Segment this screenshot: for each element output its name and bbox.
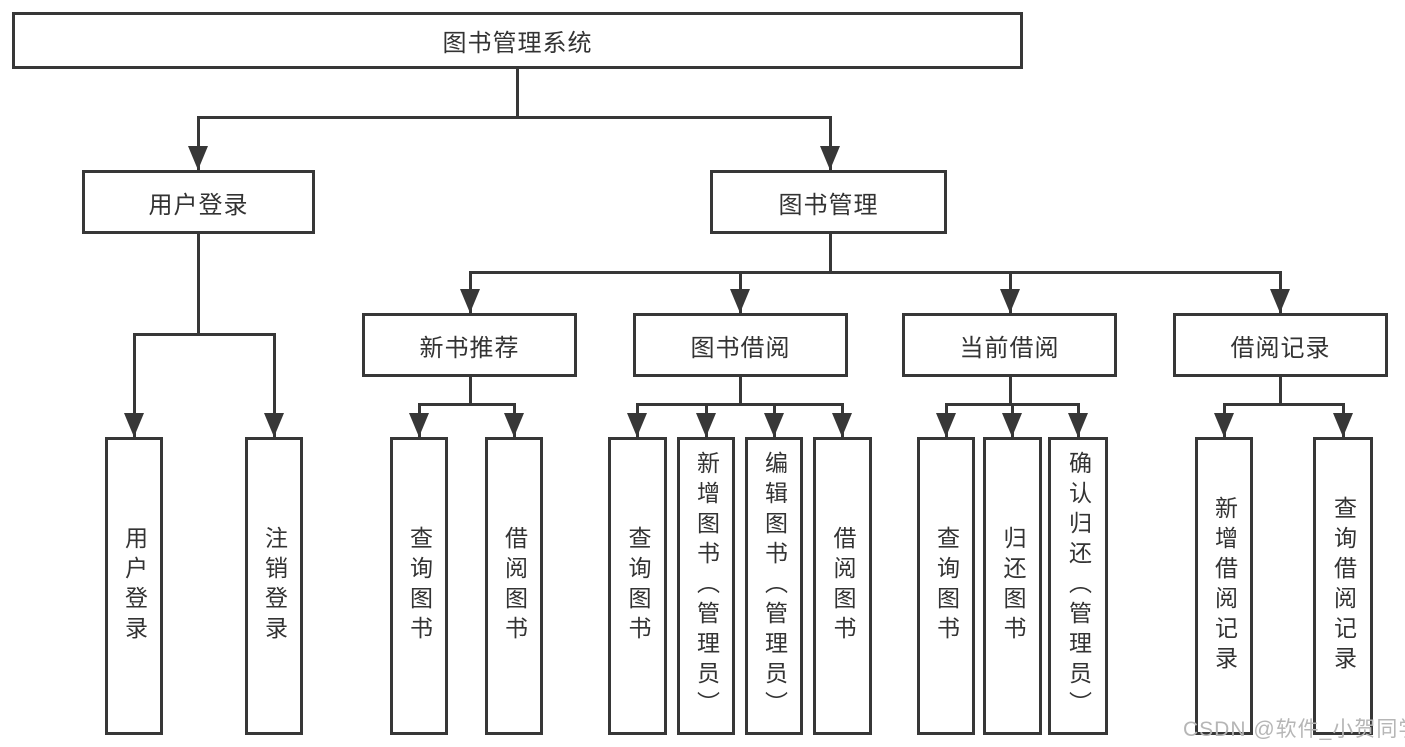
connector-recommend-stub bbox=[469, 377, 472, 405]
connector-borrow-stub bbox=[739, 377, 742, 405]
leaf-query-borrow-record: 查询借阅记录 bbox=[1313, 437, 1373, 735]
connector-root-split bbox=[197, 116, 831, 119]
node-book-borrow: 图书借阅 bbox=[633, 313, 848, 377]
connector-records-stub bbox=[1279, 377, 1282, 405]
leaf-return-books: 归还图书 bbox=[983, 437, 1042, 735]
connector-bookmgmt-split bbox=[469, 271, 1282, 274]
connector-to-user-login bbox=[197, 116, 200, 170]
leaf-add-books-admin: 新增图书（管理员） bbox=[677, 437, 735, 735]
connector-to-leaf-user-login bbox=[133, 333, 136, 437]
leaf-borrow-books-recommend: 借阅图书 bbox=[485, 437, 543, 735]
connector-current-stub bbox=[1009, 377, 1012, 405]
arrow-down-icon bbox=[1214, 413, 1234, 437]
arrow-down-icon bbox=[504, 413, 524, 437]
node-borrow-records: 借阅记录 bbox=[1173, 313, 1388, 377]
leaf-query-books-borrow: 查询图书 bbox=[608, 437, 667, 735]
leaf-borrow-books: 借阅图书 bbox=[813, 437, 872, 735]
node-book-management: 图书管理 bbox=[710, 170, 947, 234]
leaf-user-login: 用户登录 bbox=[105, 437, 163, 735]
arrow-down-icon bbox=[188, 146, 208, 170]
connector-userlogin-split bbox=[133, 333, 276, 336]
node-current-borrow: 当前借阅 bbox=[902, 313, 1117, 377]
arrow-down-icon bbox=[764, 413, 784, 437]
arrow-down-icon bbox=[1002, 413, 1022, 437]
leaf-edit-books-admin: 编辑图书（管理员） bbox=[745, 437, 803, 735]
leaf-confirm-return-admin: 确认归还（管理员） bbox=[1048, 437, 1108, 735]
connector-borrow-split bbox=[636, 403, 844, 406]
arrow-down-icon bbox=[627, 413, 647, 437]
watermark: CSDN @软件_小贺同学 bbox=[1183, 718, 1405, 741]
connector-records-split bbox=[1223, 403, 1345, 406]
leaf-logout: 注销登录 bbox=[245, 437, 303, 735]
connector-to-book-management bbox=[829, 116, 832, 170]
arrow-down-icon bbox=[1333, 413, 1353, 437]
arrow-down-icon bbox=[696, 413, 716, 437]
leaf-query-books-recommend: 查询图书 bbox=[390, 437, 448, 735]
node-user-login: 用户登录 bbox=[82, 170, 315, 234]
arrow-down-icon bbox=[1068, 413, 1088, 437]
leaf-add-borrow-record: 新增借阅记录 bbox=[1195, 437, 1253, 735]
connector-root-stub bbox=[516, 68, 519, 118]
connector-recommend-split bbox=[418, 403, 516, 406]
arrow-down-icon bbox=[820, 146, 840, 170]
arrow-down-icon bbox=[409, 413, 429, 437]
node-library-system: 图书管理系统 bbox=[12, 12, 1023, 69]
connector-to-leaf-logout bbox=[273, 333, 276, 437]
arrow-down-icon bbox=[730, 289, 750, 313]
node-new-book-recommend: 新书推荐 bbox=[362, 313, 577, 377]
leaf-query-books-current: 查询图书 bbox=[917, 437, 975, 735]
connector-userlogin-stub bbox=[197, 233, 200, 335]
arrow-down-icon bbox=[124, 413, 144, 437]
arrow-down-icon bbox=[460, 289, 480, 313]
arrow-down-icon bbox=[1000, 289, 1020, 313]
arrow-down-icon bbox=[1270, 289, 1290, 313]
arrow-down-icon bbox=[264, 413, 284, 437]
arrow-down-icon bbox=[936, 413, 956, 437]
arrow-down-icon bbox=[832, 413, 852, 437]
connector-bookmgmt-stub bbox=[829, 234, 832, 273]
